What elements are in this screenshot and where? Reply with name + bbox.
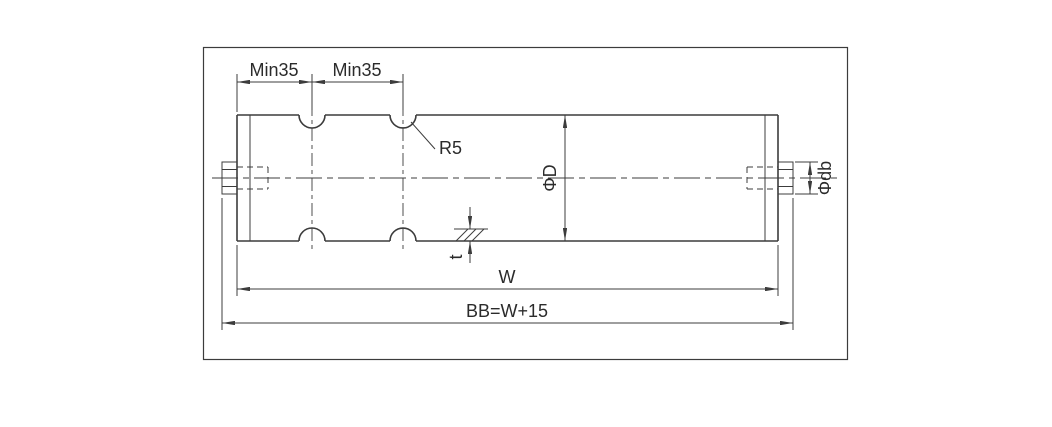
roller-body <box>236 103 779 252</box>
hatch-line-2 <box>463 228 477 242</box>
detail-wall-thickness: t <box>446 207 488 263</box>
dim-shaft-diameter: Φdb <box>795 161 835 195</box>
left-shaft-stub <box>221 161 269 195</box>
dim-face-width: W <box>236 245 779 296</box>
label-roller-face-width: W <box>499 267 516 287</box>
right-shaft-stub-outline <box>777 161 794 195</box>
left-shaft-stub-outline <box>221 161 238 195</box>
label-min35-left: Min35 <box>249 60 298 80</box>
label-overall-length: BB=W+15 <box>466 301 548 321</box>
dim-min35-left: Min35 <box>236 60 313 112</box>
dim-roller-diameter: ΦD <box>540 115 568 241</box>
right-shaft-stub <box>746 161 794 195</box>
label-shaft-end-diameter: Φdb <box>815 161 835 195</box>
hatch-line-1 <box>455 228 469 242</box>
dim-min35-right: Min35 <box>312 60 404 110</box>
callout-r5: R5 <box>410 121 462 158</box>
label-tube-wall-thickness: t <box>446 254 466 259</box>
label-roller-diameter: ΦD <box>540 164 560 191</box>
label-min35-right: Min35 <box>332 60 381 80</box>
hatch-line-3 <box>471 228 485 242</box>
leader-line-r5 <box>410 121 436 150</box>
drawing-frame <box>202 46 849 361</box>
label-groove-radius: R5 <box>439 138 462 158</box>
dim-overall-length: BB=W+15 <box>221 198 794 330</box>
